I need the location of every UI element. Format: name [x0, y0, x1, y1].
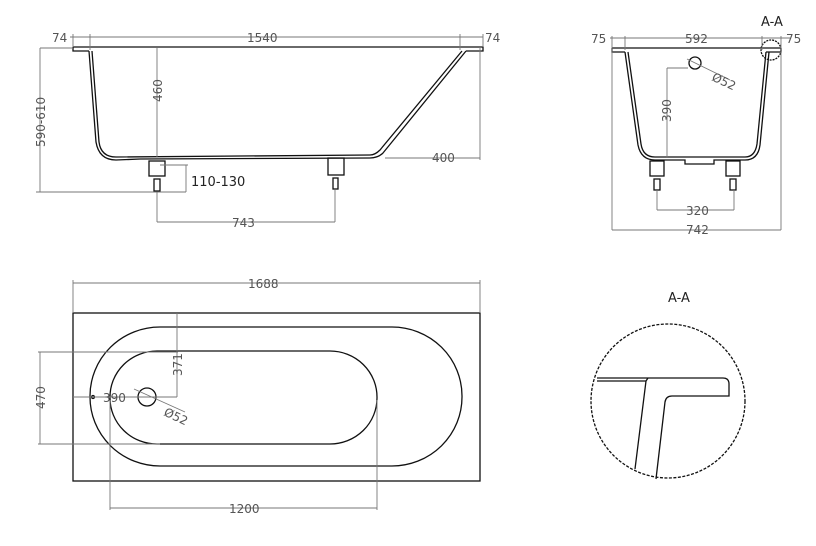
section-total-width-dim: 742	[686, 223, 709, 237]
side-leg-left	[148, 160, 166, 177]
section-inner-width-dim: 592	[685, 32, 708, 46]
plan-width-dim: 470	[34, 386, 48, 409]
plan-outer-oval	[89, 326, 463, 467]
section-foot-right	[729, 178, 737, 191]
section-outer-shell	[624, 51, 770, 165]
detail-label: A-A	[668, 291, 690, 306]
section-leg-left	[649, 160, 665, 177]
side-foot-left	[153, 178, 161, 192]
plan-inner-oval	[109, 350, 378, 445]
side-leg-right	[327, 157, 345, 176]
side-rim	[72, 46, 484, 52]
section-rim	[611, 47, 782, 53]
plan-drain-diameter-dim: Ø52	[162, 405, 190, 428]
section-leg-spacing-dim: 320	[686, 204, 709, 218]
detail-circle	[590, 323, 746, 479]
side-leg-spacing-dim: 743	[232, 216, 255, 230]
side-view: 74 1540 74 590-610 460 400 110-130 743	[34, 31, 500, 230]
side-rim-right-dim: 74	[485, 31, 500, 45]
section-drain-circle	[688, 56, 702, 70]
side-inner-shell	[91, 50, 463, 158]
side-dimension-lines	[36, 34, 484, 223]
side-inner-depth-dim: 460	[151, 79, 165, 102]
side-leg-height-dim: 110-130	[191, 175, 245, 190]
side-outer-shell	[88, 50, 467, 161]
side-inner-length-dim: 1540	[247, 31, 278, 45]
plan-total-length-dim: 1688	[248, 277, 279, 291]
section-foot-left	[653, 178, 661, 191]
side-slope-length-dim: 400	[432, 151, 455, 165]
detail-rim-profile	[597, 377, 730, 480]
side-rim-left-dim: 74	[52, 31, 67, 45]
plan-drain-offset-x-dim: 390	[103, 391, 126, 405]
section-rim-right-dim: 75	[786, 32, 801, 46]
detail-view: A-A	[590, 291, 746, 480]
section-rim-left-dim: 75	[591, 32, 606, 46]
section-view: A-A 75 592 75 Ø52 390 320 742	[591, 15, 801, 237]
plan-bottom-length-dim: 1200	[229, 502, 260, 516]
section-detail-marker	[760, 39, 782, 61]
plan-drain-offset-y-dim: 371	[171, 353, 185, 376]
plan-dimension-lines	[38, 280, 481, 510]
section-inner-shell	[627, 51, 767, 158]
section-dimension-lines	[610, 36, 790, 231]
section-label: A-A	[761, 15, 783, 30]
side-total-height-dim: 590-610	[34, 97, 48, 147]
section-drain-height-dim: 390	[660, 99, 674, 122]
side-foot-right	[332, 177, 339, 190]
section-leg-right	[725, 160, 741, 177]
section-drain-diameter-dim: Ø52	[710, 70, 738, 93]
plan-view: 1688 470 371 390 Ø52 1200	[34, 277, 481, 516]
